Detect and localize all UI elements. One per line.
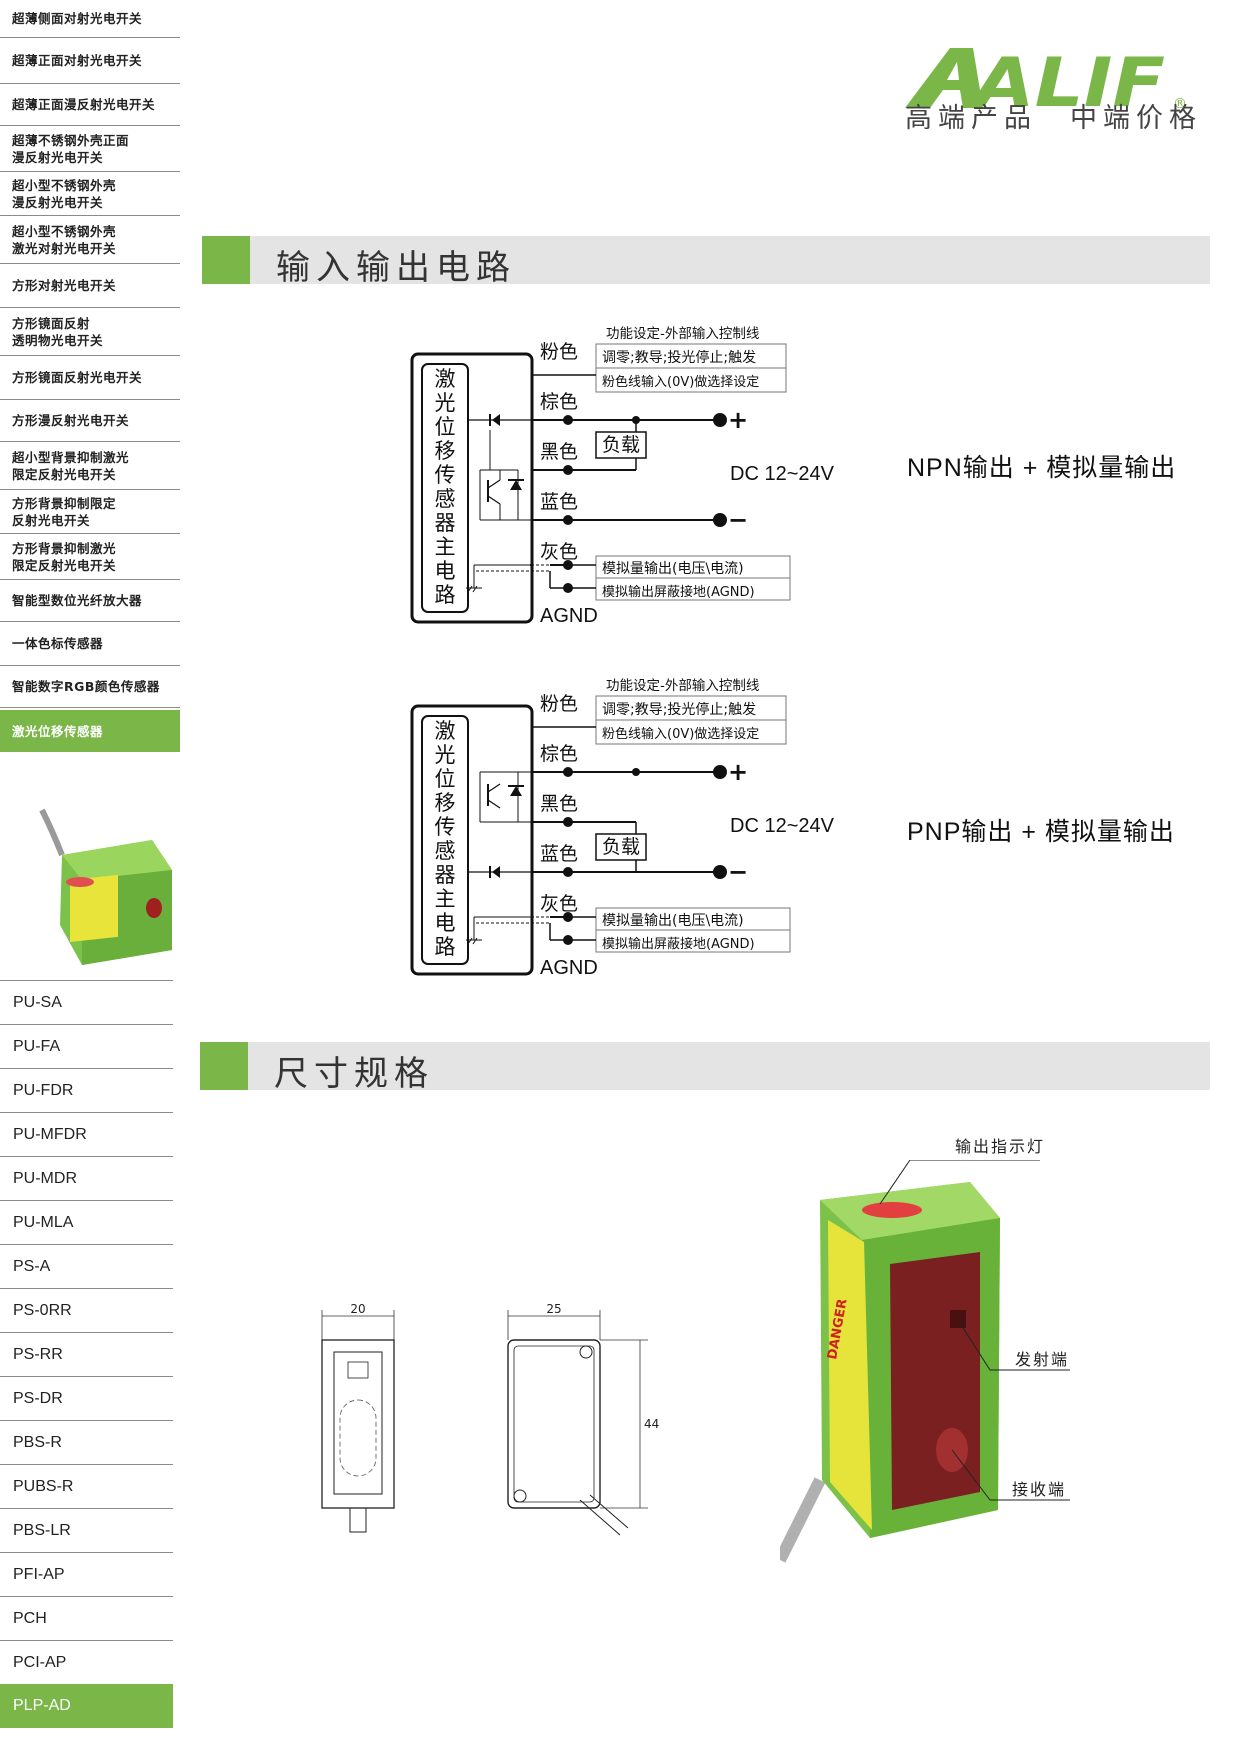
wire-label: 粉色: [540, 341, 578, 363]
minus-terminal: −: [728, 506, 748, 534]
wire-label: 粉色: [540, 693, 578, 715]
supply-voltage: DC 12~24V: [730, 815, 835, 837]
agnd-label: AGND: [540, 957, 598, 979]
model-item[interactable]: PCI-AP: [0, 1640, 173, 1684]
supply-voltage: DC 12~24V: [730, 463, 835, 485]
category-item[interactable]: 超小型背景抑制激光 限定反射光电开关: [0, 442, 180, 490]
brand-text: ALIF: [969, 44, 1165, 123]
model-item[interactable]: PU-MFDR: [0, 1112, 173, 1156]
wire-label: 蓝色: [540, 491, 578, 513]
function-line-1: 调零;教导;投光停止;触发: [602, 701, 756, 718]
main-circuit-label: 激光位移传感器主电路: [435, 719, 456, 959]
wire-label: 灰色: [540, 893, 578, 915]
wire-label: 蓝色: [540, 843, 578, 865]
depth-dimension: 25: [546, 1302, 561, 1316]
category-item[interactable]: 超薄不锈钢外壳正面 漫反射光电开关: [0, 126, 180, 172]
category-item[interactable]: 智能数字RGB颜色传感器: [0, 666, 180, 708]
plus-terminal: +: [728, 758, 748, 786]
analog-output-label: 模拟量输出(电压\电流): [602, 561, 744, 577]
model-item[interactable]: PS-DR: [0, 1376, 173, 1420]
plus-terminal: +: [728, 406, 748, 434]
function-title: 功能设定-外部输入控制线: [606, 326, 759, 342]
category-item[interactable]: 超薄正面对射光电开关: [0, 38, 180, 84]
product-thumbnail: [39, 808, 172, 965]
wire-label: 棕色: [540, 391, 578, 413]
category-item[interactable]: 方形镜面反射 透明物光电开关: [0, 308, 180, 356]
width-dimension: 20: [350, 1302, 365, 1316]
model-item[interactable]: PS-RR: [0, 1332, 173, 1376]
section-title: 输入输出电路: [276, 248, 516, 288]
category-item[interactable]: 方形镜面反射光电开关: [0, 356, 180, 400]
load-label: 负载: [602, 434, 640, 456]
model-item[interactable]: PUBS-R: [0, 1464, 173, 1508]
npn-output-label: NPN输出 + 模拟量输出: [907, 454, 1177, 482]
category-item[interactable]: 一体色标传感器: [0, 622, 180, 666]
category-item[interactable]: 方形漫反射光电开关: [0, 400, 180, 442]
function-line-1: 调零;教导;投光停止;触发: [602, 349, 756, 366]
category-item[interactable]: 超薄正面漫反射光电开关: [0, 84, 180, 126]
section-accent-bar: [200, 1042, 248, 1090]
emitter-callout: 发射端: [1015, 1350, 1070, 1369]
model-item[interactable]: PU-MLA: [0, 1200, 173, 1244]
model-item[interactable]: PS-A: [0, 1244, 173, 1288]
category-item[interactable]: 方形背景抑制限定 反射光电开关: [0, 490, 180, 534]
function-line-2: 粉色线输入(0V)做选择设定: [602, 726, 759, 742]
wire-label: 黑色: [540, 441, 578, 463]
category-item[interactable]: 超薄侧面对射光电开关: [0, 0, 180, 38]
model-item[interactable]: PU-SA: [0, 980, 173, 1024]
model-item[interactable]: PBS-R: [0, 1420, 173, 1464]
model-item-active[interactable]: PLP-AD: [0, 1684, 173, 1728]
alif-logo: ALIF ®: [905, 44, 1187, 123]
registered-mark: ®: [1173, 96, 1187, 112]
height-dimension: 44: [644, 1417, 659, 1431]
indicator-callout: 输出指示灯: [955, 1137, 1046, 1156]
pnp-circuit-diagram: 激光位移传感器主电路 负载 + − DC 12~24V 粉色 棕色 黑色 蓝色 …: [410, 678, 835, 979]
section-header-dimensions: 尺寸规格: [200, 1042, 1210, 1094]
wire-label: 棕色: [540, 743, 578, 765]
model-item[interactable]: PU-FDR: [0, 1068, 173, 1112]
dimension-drawing-front: 20: [321, 1302, 395, 1533]
dimension-drawing-side: 25 44: [507, 1302, 659, 1536]
load-label: 负载: [602, 836, 640, 858]
section-header-circuit: 输入输出电路: [202, 236, 1210, 288]
wire-label: 黑色: [540, 793, 578, 815]
category-item[interactable]: 超小型不锈钢外壳 漫反射光电开关: [0, 172, 180, 216]
analog-ground-label: 模拟输出屏蔽接地(AGND): [602, 936, 755, 952]
receiver-callout: 接收端: [1012, 1480, 1067, 1499]
category-item-active[interactable]: 激光位移传感器: [0, 710, 180, 752]
main-circuit-label: 激光位移传感器主电路: [435, 367, 456, 607]
model-item[interactable]: PU-MDR: [0, 1156, 173, 1200]
model-item[interactable]: PS-0RR: [0, 1288, 173, 1332]
function-line-2: 粉色线输入(0V)做选择设定: [602, 374, 759, 390]
analog-ground-label: 模拟输出屏蔽接地(AGND): [602, 584, 755, 600]
minus-terminal: −: [728, 858, 748, 886]
category-item[interactable]: 方形对射光电开关: [0, 264, 180, 308]
wire-label: 灰色: [540, 541, 578, 563]
model-item[interactable]: PCH: [0, 1596, 173, 1640]
section-title: 尺寸规格: [274, 1054, 434, 1094]
slogan: 高端产品 中端价格: [905, 103, 1202, 134]
product-photo: DANGER: [780, 1160, 1070, 1563]
model-item[interactable]: PBS-LR: [0, 1508, 173, 1552]
model-item[interactable]: PFI-AP: [0, 1552, 173, 1596]
category-item[interactable]: 超小型不锈钢外壳 激光对射光电开关: [0, 216, 180, 264]
category-item[interactable]: 方形背景抑制激光 限定反射光电开关: [0, 534, 180, 580]
section-accent-bar: [202, 236, 250, 284]
agnd-label: AGND: [540, 605, 598, 627]
category-item[interactable]: 智能型数位光纤放大器: [0, 580, 180, 622]
pnp-output-label: PNP输出 + 模拟量输出: [907, 818, 1175, 846]
analog-output-label: 模拟量输出(电压\电流): [602, 913, 744, 929]
npn-circuit-diagram: 激光位移传感器主电路 负载 + − DC 12~24V 粉色 棕色 黑色 蓝色 …: [410, 326, 835, 627]
function-title: 功能设定-外部输入控制线: [606, 678, 759, 694]
model-item[interactable]: PU-FA: [0, 1024, 173, 1068]
